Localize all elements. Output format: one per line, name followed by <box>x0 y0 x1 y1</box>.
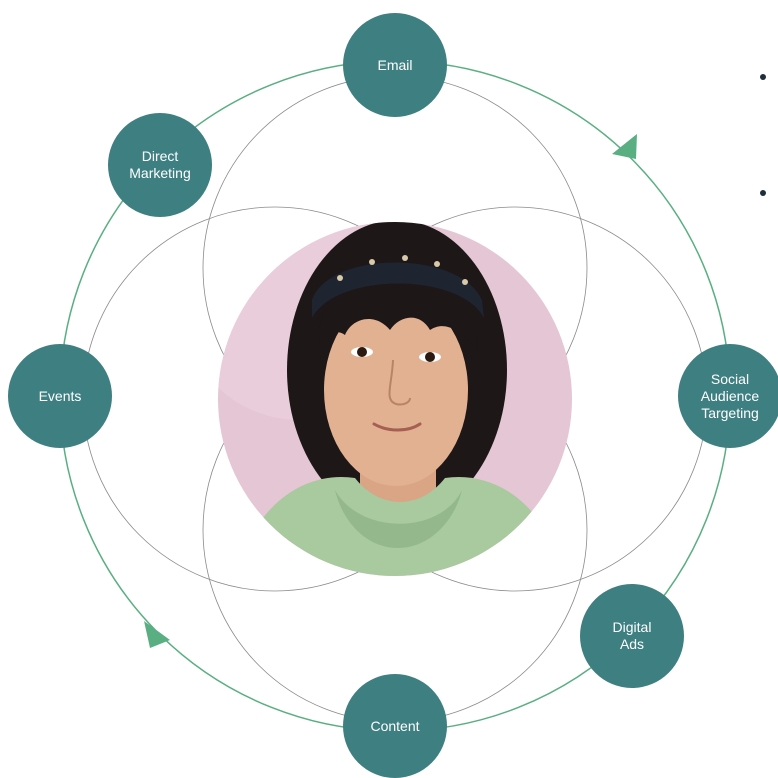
node-social-audience-targeting: Social Audience Targeting <box>678 344 778 448</box>
node-events: Events <box>8 344 112 448</box>
cycle-arrow-bottom-left <box>144 621 170 648</box>
cycle-arrow-top-right <box>612 134 637 159</box>
bullet-point-2 <box>760 190 766 196</box>
node-direct-marketing: Direct Marketing <box>108 113 212 217</box>
node-email: Email <box>343 13 447 117</box>
node-content: Content <box>343 674 447 778</box>
node-digital-ads: Digital Ads <box>580 584 684 688</box>
bullet-point-1 <box>760 74 766 80</box>
person-portrait <box>218 222 572 576</box>
